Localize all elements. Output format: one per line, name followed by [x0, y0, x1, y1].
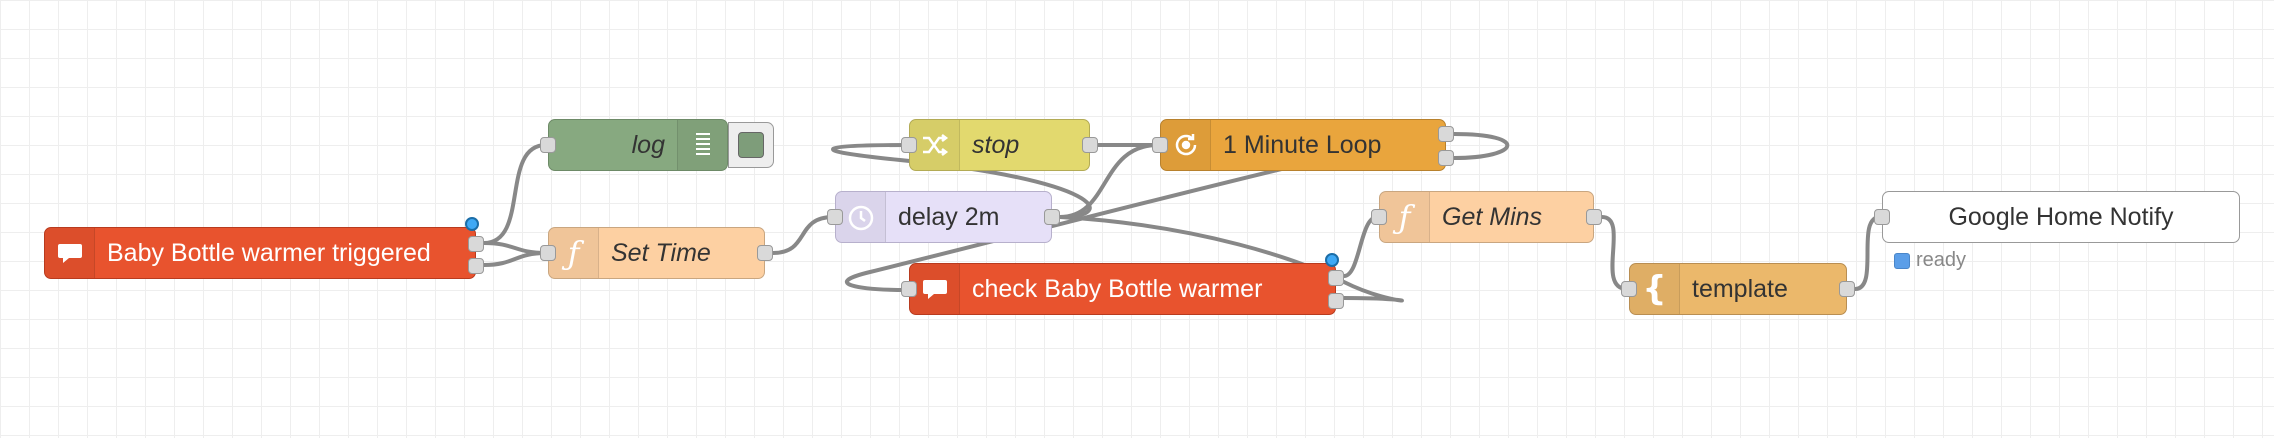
- node-template[interactable]: { template: [1621, 263, 1855, 315]
- timer-icon: [836, 192, 886, 242]
- input-port[interactable]: [540, 137, 556, 153]
- output-port[interactable]: [1328, 293, 1344, 309]
- shuffle-icon: [910, 120, 960, 170]
- wire-delay-to-loop: [1058, 143, 1160, 219]
- output-port[interactable]: [1438, 150, 1454, 166]
- node-delay-2m[interactable]: delay 2m: [827, 191, 1060, 243]
- input-port[interactable]: [1874, 209, 1890, 225]
- node-log[interactable]: log: [540, 119, 728, 171]
- node-label: check Baby Bottle warmer: [972, 274, 1263, 303]
- function-icon: ƒ: [1380, 192, 1430, 242]
- node-label: log: [631, 130, 665, 159]
- input-port[interactable]: [827, 209, 843, 225]
- output-port[interactable]: [468, 258, 484, 274]
- brace-icon: {: [1630, 264, 1680, 314]
- wire-settime-to-delay: [771, 215, 835, 255]
- node-status: ready: [1894, 249, 1966, 272]
- output-port[interactable]: [1082, 137, 1098, 153]
- node-label: stop: [972, 130, 1020, 159]
- chat-bubble-icon: [910, 264, 960, 314]
- debug-toggle-indicator: [738, 132, 764, 158]
- node-stop[interactable]: stop: [901, 119, 1098, 171]
- changed-indicator: [465, 217, 479, 231]
- output-port[interactable]: [468, 236, 484, 252]
- node-label: Google Home Notify: [1948, 202, 2174, 231]
- input-port[interactable]: [901, 137, 917, 153]
- wire-loop-loopback: [1452, 132, 1510, 160]
- node-get-mins[interactable]: ƒ Get Mins: [1371, 191, 1602, 243]
- node-label: delay 2m: [898, 202, 1000, 231]
- node-label: 1 Minute Loop: [1223, 130, 1382, 159]
- changed-indicator: [1325, 253, 1339, 267]
- input-port[interactable]: [1621, 281, 1637, 297]
- function-icon: ƒ: [549, 228, 599, 278]
- input-port[interactable]: [1152, 137, 1168, 153]
- wire-template-to-ghn: [1853, 215, 1882, 291]
- status-indicator-icon: [1894, 252, 1910, 269]
- node-1-minute-loop[interactable]: 1 Minute Loop: [1152, 119, 1454, 171]
- node-baby-bottle-warmer-triggered[interactable]: Baby Bottle warmer triggered: [44, 217, 484, 279]
- chat-bubble-icon: [45, 228, 95, 278]
- node-label: Get Mins: [1442, 202, 1543, 231]
- wire-baby2-to-settime: [482, 251, 548, 267]
- node-label: Baby Bottle warmer triggered: [107, 238, 431, 267]
- wire-baby-to-log: [482, 143, 548, 245]
- node-label: Set Time: [611, 238, 711, 267]
- node-check-baby-bottle-warmer[interactable]: check Baby Bottle warmer: [901, 253, 1344, 315]
- node-google-home-notify[interactable]: Google Home Notify: [1874, 191, 2240, 243]
- node-label: template: [1692, 274, 1788, 303]
- output-port[interactable]: [1044, 209, 1060, 225]
- debug-toggle-button[interactable]: [728, 122, 774, 168]
- status-text: ready: [1916, 249, 1967, 271]
- input-port[interactable]: [901, 281, 917, 297]
- output-port[interactable]: [1586, 209, 1602, 225]
- wire-check-to-getmins: [1342, 215, 1379, 278]
- list-lines-icon: [677, 120, 727, 170]
- loop-icon: [1161, 120, 1211, 170]
- output-port[interactable]: [757, 245, 773, 261]
- node-set-time[interactable]: ƒ Set Time: [540, 227, 773, 279]
- output-port[interactable]: [1438, 126, 1454, 142]
- output-port[interactable]: [1839, 281, 1855, 297]
- input-port[interactable]: [1371, 209, 1387, 225]
- wire-getmins-to-template: [1600, 215, 1629, 291]
- input-port[interactable]: [540, 245, 556, 261]
- output-port[interactable]: [1328, 270, 1344, 286]
